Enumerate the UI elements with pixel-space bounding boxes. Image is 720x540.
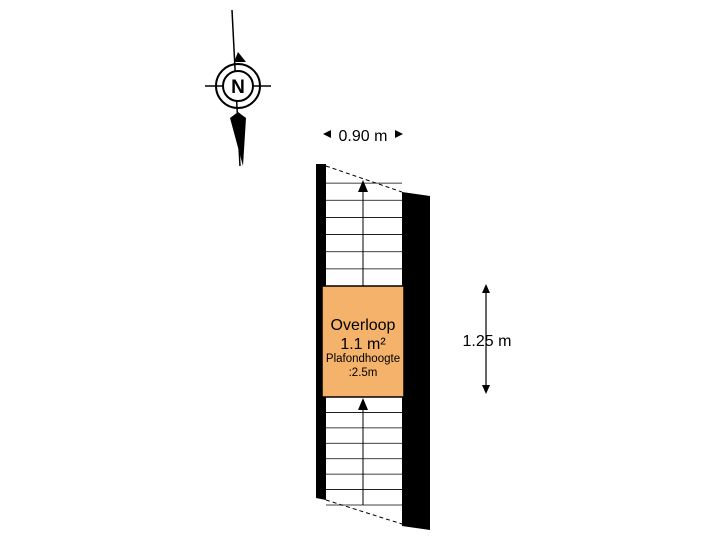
compass-letter: N (231, 77, 245, 98)
stair-arrow-upper (358, 180, 368, 192)
ceiling-height-label: Plafondhoogte (326, 353, 400, 365)
compass: N (205, 9, 271, 167)
room-area (321, 285, 405, 398)
bottom-edge-dashed (325, 499, 403, 525)
room-area-label: 1.1 m² (340, 336, 386, 353)
height-dimension: 1.25 m (463, 284, 512, 394)
compass-inner-ring (222, 70, 254, 102)
stair-arrow-lower (358, 398, 368, 410)
compass-south-pointer (230, 112, 246, 166)
width-arrow-right (395, 130, 403, 138)
stair-direction-upper (358, 180, 368, 286)
height-label: 1.25 m (463, 333, 512, 350)
right-wall (402, 192, 430, 530)
width-arrow-left (323, 130, 331, 138)
stair-direction-lower (358, 398, 368, 505)
stair-structure (316, 164, 430, 530)
room-name: Overloop (331, 317, 396, 334)
left-wall (316, 164, 326, 500)
compass-outer-ring (215, 63, 261, 109)
stair-flight-lower (326, 412, 402, 506)
top-edge-dashed (325, 165, 403, 193)
width-label: 0.90 m (339, 128, 388, 145)
height-arrow-bottom (482, 385, 490, 394)
compass-north-pointer (234, 52, 246, 62)
height-arrow-top (482, 284, 490, 293)
room-overloop: Overloop 1.1 m² Plafondhoogte :2.5m (321, 285, 405, 398)
ceiling-height-value: :2.5m (349, 367, 378, 379)
width-dimension: 0.90 m (323, 128, 403, 145)
